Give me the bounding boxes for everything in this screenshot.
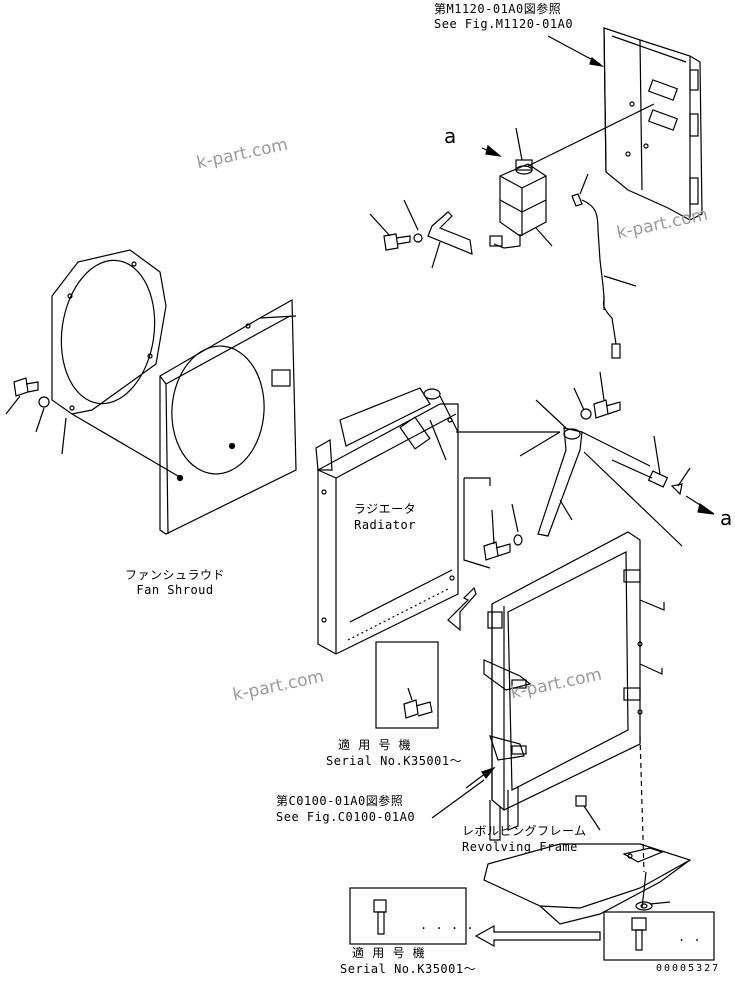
revolving-frame-mount: [483, 531, 665, 841]
ref-top-jp: 第M1120-01A0図参照: [434, 2, 562, 16]
upper-bracket-frame: [603, 27, 703, 221]
inset-dots-2: . .: [678, 930, 702, 944]
ref-bottom-en: See Fig.C0100-01A0: [276, 810, 416, 824]
fan-shroud-ring: [51, 249, 167, 415]
inset-dots-1: . . . .: [420, 918, 475, 932]
radiator-core: [315, 387, 459, 655]
radiator-label-en: Radiator: [354, 518, 416, 532]
fan-shroud-box: [159, 298, 297, 535]
serial-1-en: Serial No.K35001～: [326, 754, 463, 768]
serial-inset-2: [349, 887, 467, 945]
ref-top-en: See Fig.M1120-01A0: [434, 17, 574, 31]
serial-1-jp: 適 用 号 機: [338, 738, 412, 752]
fan-shroud-label-en: Fan Shroud: [136, 583, 214, 597]
connector-letter-top: a: [444, 124, 457, 148]
bolt-1: [383, 233, 423, 251]
bolt-4: [580, 399, 621, 420]
serial-inset-1: [375, 641, 439, 729]
radiator-label-jp: ラジエータ: [353, 502, 417, 516]
fan-shroud-label-jp: ファンシュラウド: [124, 568, 225, 582]
reservoir-tank: [489, 159, 547, 249]
bolt-2: [13, 377, 50, 408]
bolt-3: [483, 534, 523, 561]
revolving-frame-label-en: Revolving Frame: [462, 840, 578, 854]
serial-2-jp: 適 用 号 機: [352, 946, 426, 960]
connector-letter-right: a: [720, 506, 733, 530]
bolt-5: [635, 901, 653, 911]
drawing-number: 00005327: [656, 963, 721, 974]
revolving-frame-label-jp: レボルビングフレーム: [462, 824, 587, 838]
ref-bottom-jp: 第C0100-01A0図参照: [276, 794, 404, 808]
overflow-hose: [581, 199, 617, 345]
direction-arrow: [474, 924, 601, 948]
serial-inset-3: [603, 911, 715, 961]
radiator-stay: [537, 427, 583, 537]
tank-bracket: [427, 211, 473, 255]
serial-2-en: Serial No.K35001～: [340, 962, 477, 976]
revolving-frame-plate: [483, 795, 692, 925]
